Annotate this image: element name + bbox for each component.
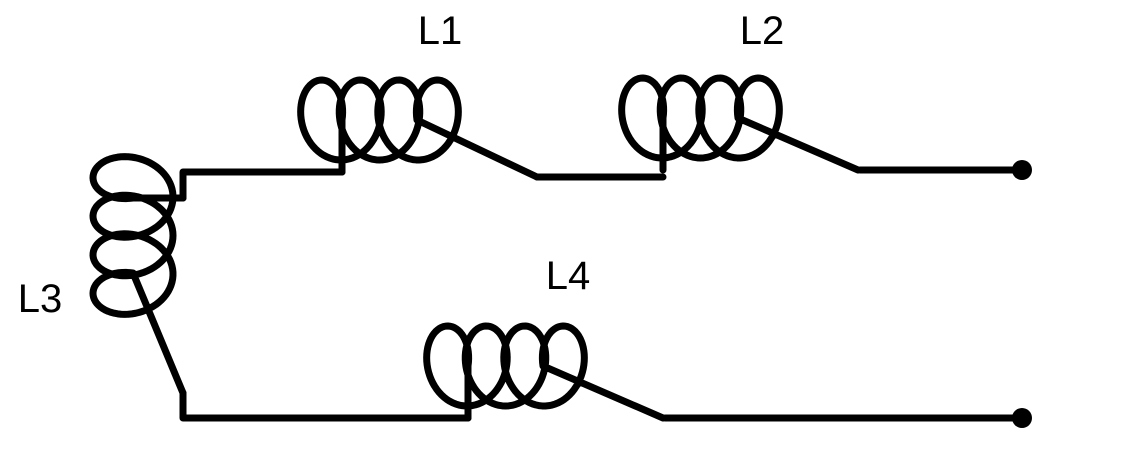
inductor-l3-coil [89,153,187,397]
terminal-bottom[interactable] [1012,408,1032,428]
label-l4: L4 [546,254,591,298]
terminal-top[interactable] [1012,160,1032,180]
wire-bottom-left [179,389,472,422]
inductor-l1-coil [297,76,541,181]
inductor-l2 [618,74,862,174]
label-l1: L1 [418,9,463,53]
wire-top-left [179,168,346,202]
inductor-l4 [423,322,667,422]
inductor-l4-coil [423,322,667,422]
inductor-l2-coil [618,74,862,174]
label-l3: L3 [18,277,63,321]
label-l2: L2 [740,9,785,53]
inductor-l3 [89,153,187,397]
inductor-l1 [297,76,541,181]
